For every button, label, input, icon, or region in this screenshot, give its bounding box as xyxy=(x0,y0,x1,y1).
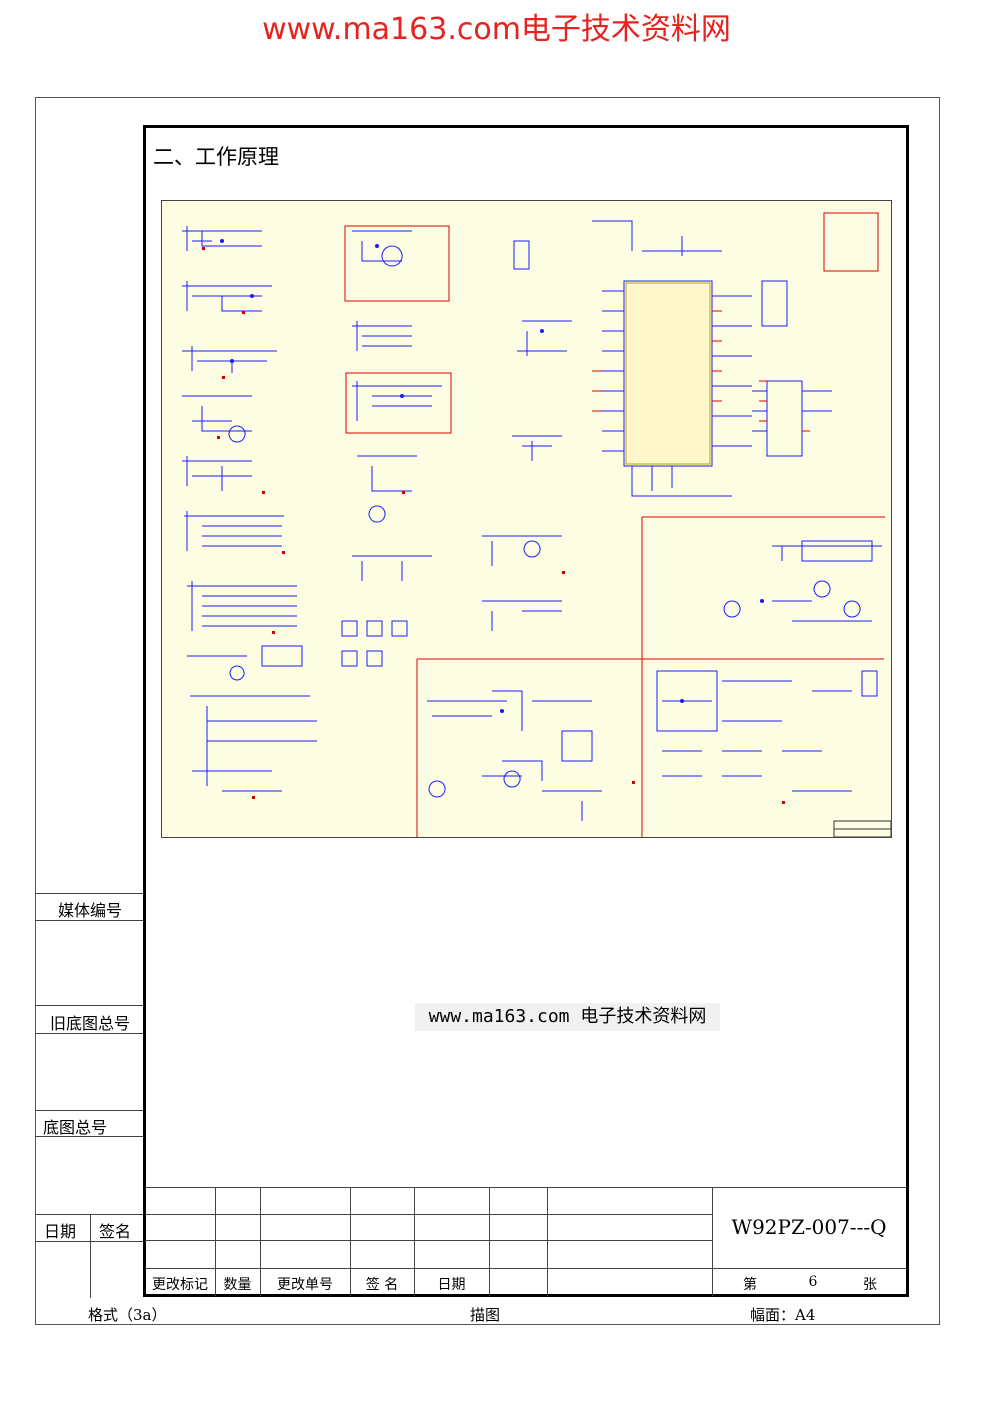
divider xyxy=(145,1268,906,1269)
divider xyxy=(35,1136,143,1137)
sign-label: 签 名 xyxy=(365,1277,399,1293)
divider xyxy=(145,1187,906,1188)
quantity-label: 数量 xyxy=(223,1277,252,1293)
sheet-suffix: 张 xyxy=(863,1277,877,1293)
schematic-drawing xyxy=(182,212,892,838)
date-label: 日期 xyxy=(44,1222,77,1241)
trace-label: 描图 xyxy=(470,1306,501,1324)
divider xyxy=(35,920,143,921)
paper-size-label: 幅面：A4 xyxy=(750,1306,816,1324)
sheet-prefix: 第 xyxy=(743,1277,757,1293)
divider xyxy=(35,1214,143,1215)
divider xyxy=(145,1214,712,1215)
drawing-no-label: 底图总号 xyxy=(43,1118,108,1137)
divider xyxy=(145,1240,712,1241)
outer-frame xyxy=(35,97,940,1325)
signature-label: 签名 xyxy=(99,1222,132,1241)
divider xyxy=(260,1187,261,1296)
divider xyxy=(489,1187,490,1296)
watermark-center: www.ma163.com 电子技术资料网 xyxy=(415,1003,720,1031)
drawing-frame xyxy=(143,125,909,1297)
divider xyxy=(35,1110,143,1111)
media-no-label: 媒体编号 xyxy=(57,901,122,920)
watermark-top: www.ma163.com电子技术资料网 xyxy=(262,12,731,47)
date-column-label: 日期 xyxy=(437,1277,466,1293)
divider xyxy=(547,1187,548,1296)
divider xyxy=(215,1187,216,1296)
document-number: W92PZ-007---Q xyxy=(731,1215,887,1239)
section-title: 二、工作原理 xyxy=(153,145,279,169)
change-mark-label: 更改标记 xyxy=(152,1277,208,1293)
divider xyxy=(35,1241,143,1242)
divider xyxy=(712,1187,713,1296)
divider xyxy=(90,1214,91,1298)
format-label: 格式（3a） xyxy=(88,1306,167,1324)
divider xyxy=(35,1005,143,1006)
change-order-label: 更改单号 xyxy=(277,1277,333,1293)
divider xyxy=(414,1187,415,1296)
divider xyxy=(35,1033,143,1034)
old-drawing-no-label: 旧底图总号 xyxy=(49,1014,130,1033)
divider xyxy=(35,893,143,894)
circuit-schematic xyxy=(161,200,892,838)
divider xyxy=(350,1187,351,1296)
sheet-number: 6 xyxy=(808,1274,818,1290)
